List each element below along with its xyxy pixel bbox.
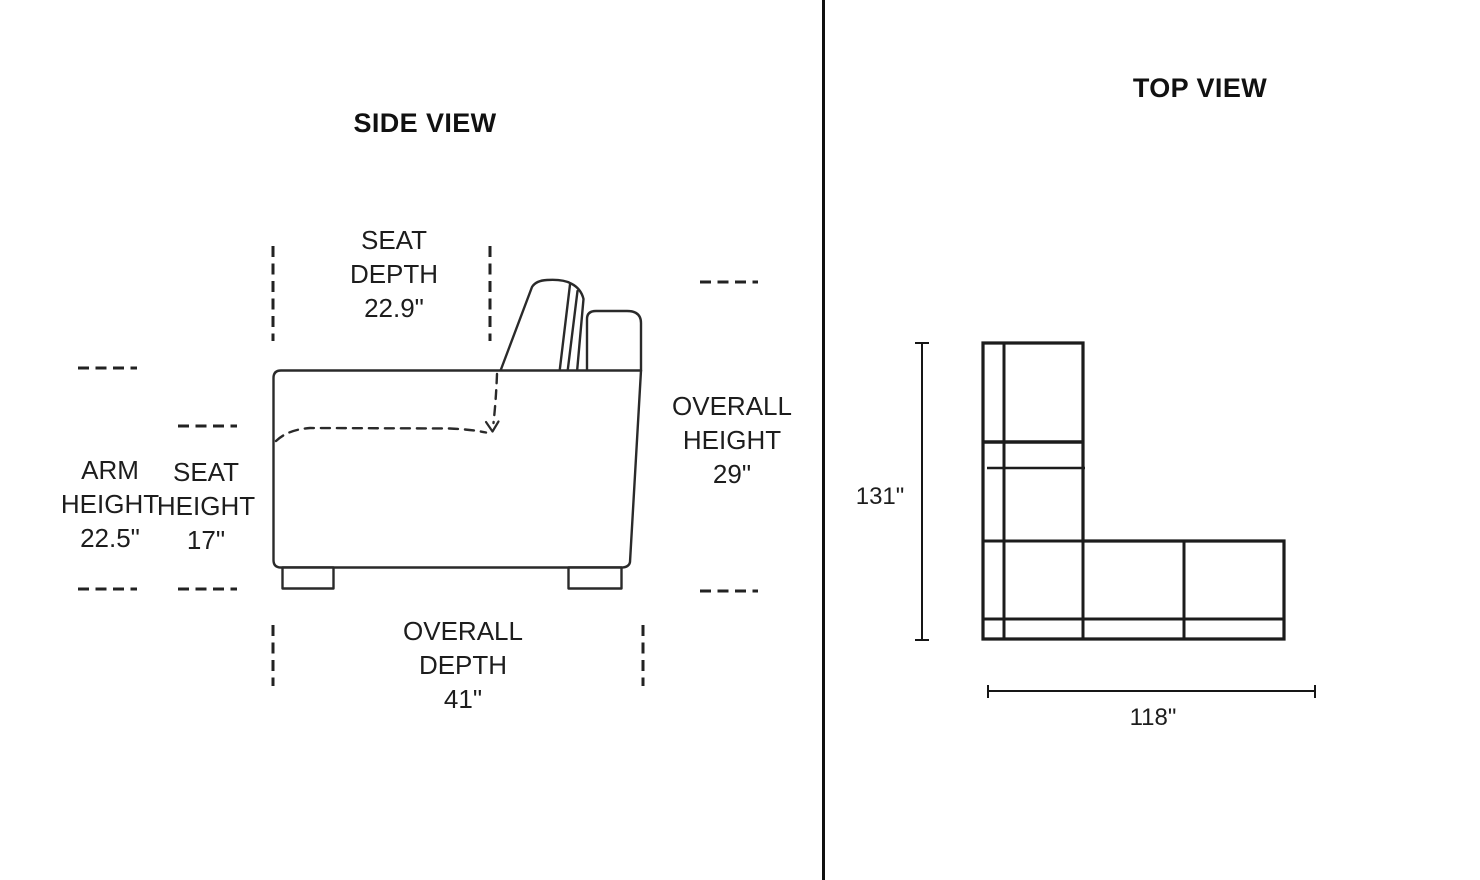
seat-depth-label-line2: DEPTH — [349, 259, 439, 289]
top-view-drawing — [915, 341, 1316, 698]
seat-contour-dashed-vertical — [492, 372, 499, 425]
arm-height-label: ARM HEIGHT 22.5" — [35, 453, 185, 555]
overall-depth-label: OVERALL DEPTH 41" — [370, 614, 556, 716]
overall-height-label-line2: HEIGHT — [682, 425, 782, 455]
seat-height-label-line1: SEAT — [173, 457, 239, 487]
arm-height-label-line2: HEIGHT — [60, 489, 160, 519]
sectional-plan — [981, 341, 1286, 641]
overall-height-label: OVERALL HEIGHT 29" — [654, 389, 810, 491]
seat-height-value: 17" — [186, 525, 226, 555]
seat-contour-arrowhead — [484, 420, 500, 433]
side-view-title: SIDE VIEW — [353, 108, 497, 138]
seat-depth-value: 22.9" — [364, 293, 424, 323]
panel-divider — [822, 0, 825, 880]
sectional-outer-outline — [981, 341, 1286, 641]
arm-height-value: 22.5" — [80, 523, 140, 553]
top-view-depth-value: 131" — [855, 483, 905, 510]
arm-height-label-line1: ARM — [81, 455, 139, 485]
seat-height-label: SEAT HEIGHT 17" — [141, 455, 271, 557]
sofa-back-cushion-piping-1 — [558, 283, 572, 374]
seat-height-label-line2: HEIGHT — [156, 491, 256, 521]
top-view-title: TOP VIEW — [1132, 73, 1268, 103]
side-view-drawing — [78, 246, 758, 686]
seat-depth-label: SEAT DEPTH 22.9" — [299, 223, 489, 325]
sofa-front-leg — [281, 566, 335, 590]
sofa-back-cushion-piping-2 — [566, 289, 579, 374]
overall-height-label-line1: OVERALL — [672, 391, 792, 421]
side-view-measurement-markers — [78, 246, 758, 686]
sofa-side-outline — [272, 278, 643, 590]
seat-depth-label-line1: SEAT — [361, 225, 427, 255]
sofa-backrest-frame — [585, 309, 643, 373]
sofa-back-leg — [567, 566, 623, 590]
overall-depth-label-line1: OVERALL — [403, 616, 523, 646]
sofa-arm-panel — [272, 369, 643, 569]
sofa-back-cushion — [498, 278, 585, 374]
top-view-width-value: 118" — [1129, 704, 1177, 731]
overall-height-value: 29" — [712, 459, 752, 489]
top-view-dimension-lines — [915, 342, 1316, 698]
overall-depth-label-line2: DEPTH — [418, 650, 508, 680]
overall-depth-value: 41" — [443, 684, 483, 714]
